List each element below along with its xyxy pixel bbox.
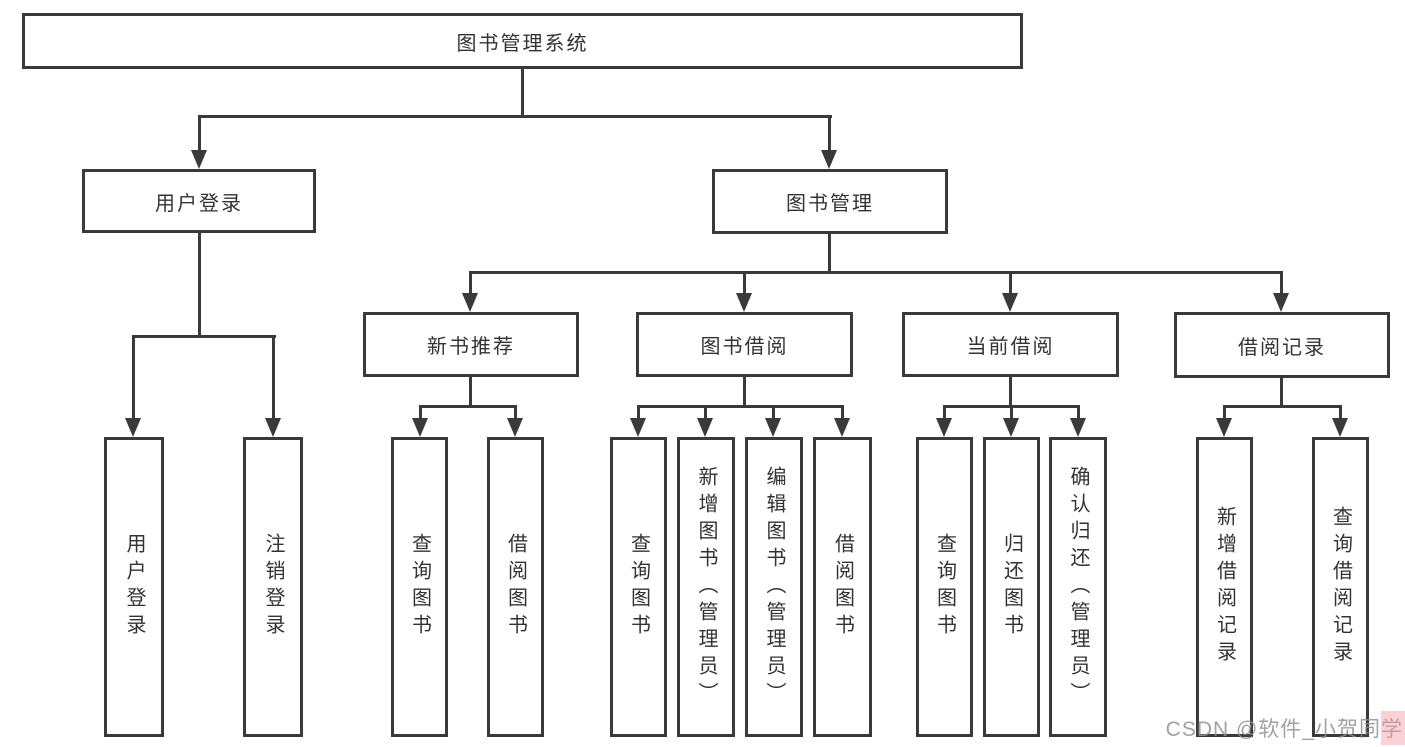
arrowhead-bb-edit <box>765 418 781 437</box>
connector-arrow-stem-borrow-record <box>1280 271 1283 294</box>
node-current-borrow: 当前借阅 <box>902 312 1119 377</box>
connector-book-management-branch <box>469 271 1283 274</box>
connector-arrow-stem-current-borrow <box>1009 271 1012 294</box>
node-borrow-record: 借阅记录 <box>1174 312 1390 378</box>
arrowhead-bb-query <box>630 418 646 437</box>
watermark-accent-patch <box>1381 711 1405 745</box>
connector-current-borrow-stem <box>1009 377 1012 408</box>
leaf-br-add-record: 新增借阅记录 <box>1196 437 1253 737</box>
arrowhead-current-borrow <box>1002 293 1018 312</box>
node-book-borrow: 图书借阅 <box>636 312 853 377</box>
connector-arrow-stem-bb-edit <box>772 405 775 419</box>
arrowhead-user-login <box>191 150 207 169</box>
leaf-bb-add-book-admin: 新增图书（管理员） <box>677 437 735 737</box>
connector-arrow-stem-br-query <box>1339 405 1342 419</box>
arrowhead-br-add <box>1216 418 1232 437</box>
connector-arrow-stem-br-add <box>1223 405 1226 419</box>
connector-book-management-stem <box>828 234 831 274</box>
connector-borrow-record-stem <box>1280 378 1283 408</box>
connector-arrow-stem-nb-borrow <box>514 405 517 419</box>
leaf-user-login: 用户登录 <box>104 437 164 737</box>
connector-arrow-stem-cb-confirm <box>1077 405 1080 419</box>
arrowhead-new-book <box>462 293 478 312</box>
connector-arrow-stem-book-management <box>828 115 831 151</box>
node-book-management: 图书管理 <box>712 169 948 234</box>
connector-arrow-stem-user-login <box>198 115 201 151</box>
connector-arrow-stem-login-leaf <box>132 335 135 419</box>
connector-arrow-stem-bb-query <box>637 405 640 419</box>
connector-arrow-stem-bb-add <box>704 405 707 419</box>
connector-arrow-stem-logout-leaf <box>272 335 275 419</box>
leaf-cb-return-book: 归还图书 <box>983 437 1040 737</box>
arrowhead-cb-query <box>936 418 952 437</box>
leaf-nb-query-book: 查询图书 <box>391 437 448 737</box>
connector-arrow-stem-cb-return <box>1010 405 1013 419</box>
connector-arrow-stem-new-book <box>469 271 472 294</box>
connector-book-borrow-stem <box>743 377 746 408</box>
leaf-nb-borrow-book: 借阅图书 <box>487 437 544 737</box>
connector-new-book-branch <box>419 405 517 408</box>
node-root-library-system: 图书管理系统 <box>22 13 1023 69</box>
arrowhead-cb-confirm <box>1070 418 1086 437</box>
arrowhead-nb-query <box>412 418 428 437</box>
arrowhead-book-borrow <box>736 293 752 312</box>
leaf-logout: 注销登录 <box>243 437 303 737</box>
arrowhead-cb-return <box>1003 418 1019 437</box>
leaf-bb-borrow-book: 借阅图书 <box>813 437 872 737</box>
connector-borrow-record-branch <box>1223 405 1342 408</box>
connector-user-login-branch <box>132 335 276 338</box>
leaf-bb-edit-book-admin: 编辑图书（管理员） <box>745 437 803 737</box>
connector-book-borrow-branch <box>637 405 844 408</box>
leaf-br-query-record: 查询借阅记录 <box>1312 437 1369 737</box>
arrowhead-logout-leaf <box>265 418 281 437</box>
leaf-cb-confirm-return-admin: 确认归还（管理员） <box>1049 437 1107 737</box>
node-new-book-recommend: 新书推荐 <box>363 312 579 377</box>
arrowhead-bb-add <box>697 418 713 437</box>
leaf-cb-query-book: 查询图书 <box>916 437 973 737</box>
connector-arrow-stem-bb-borrow <box>841 405 844 419</box>
arrowhead-login-leaf <box>125 418 141 437</box>
arrowhead-borrow-record <box>1273 293 1289 312</box>
connector-arrow-stem-book-borrow <box>743 271 746 294</box>
leaf-bb-query-book: 查询图书 <box>610 437 667 737</box>
connector-arrow-stem-cb-query <box>943 405 946 419</box>
connector-user-login-stem <box>198 233 201 338</box>
arrowhead-bb-borrow <box>834 418 850 437</box>
watermark-text: CSDN @软件_小贺同学 <box>1165 718 1403 741</box>
connector-arrow-stem-nb-query <box>419 405 422 419</box>
connector-root-branch <box>198 115 832 118</box>
arrowhead-br-query <box>1332 418 1348 437</box>
arrowhead-nb-borrow <box>507 418 523 437</box>
arrowhead-book-management <box>821 150 837 169</box>
connector-root-stem <box>521 69 524 118</box>
node-user-login: 用户登录 <box>82 169 316 233</box>
connector-new-book-stem <box>469 377 472 408</box>
